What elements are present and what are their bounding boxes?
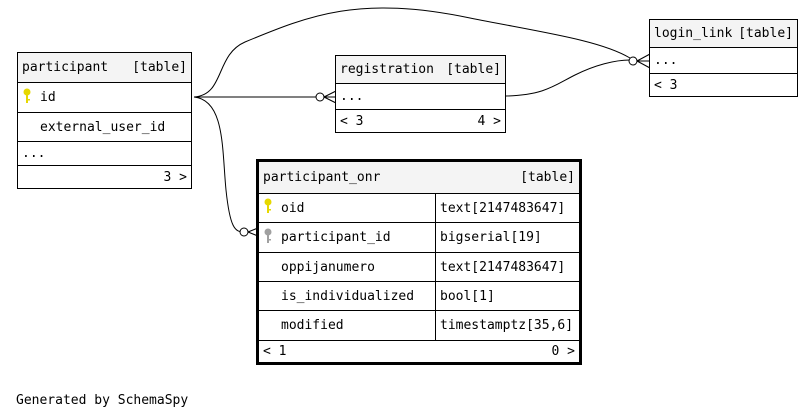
table-header[interactable]: registration [table] (336, 56, 505, 84)
table-footer: 3 > (18, 166, 191, 188)
table-header[interactable]: participant_onr [table] (259, 162, 579, 194)
column-name-cell: is_individualized (259, 282, 436, 310)
table-kind: [table] (520, 170, 575, 185)
table-kind: [table] (738, 26, 793, 41)
column-type: bool[1] (440, 288, 495, 304)
primary-key-icon (22, 88, 36, 108)
table-kind: [table] (132, 60, 187, 75)
edge-registration-login-link (505, 59, 631, 97)
more-columns-row[interactable]: ... (18, 142, 191, 166)
column-name-cell: id (18, 83, 60, 112)
table-name: login_link (654, 26, 733, 41)
column-name-cell: external_user_id (18, 113, 169, 141)
edge-end-circle (239, 227, 249, 237)
column-name: oppijanumero (281, 259, 375, 275)
column-name: modified (281, 318, 344, 333)
column-row[interactable]: modified timestamptz[35,6] (259, 311, 579, 341)
ellipsis: ... (340, 89, 364, 104)
table-login-link[interactable]: login_link [table] ... < 3 (649, 19, 798, 97)
more-columns-row[interactable]: ... (336, 84, 505, 110)
parents-count[interactable] (18, 166, 87, 188)
table-header[interactable]: login_link [table] (650, 20, 797, 48)
column-name-cell: oid (259, 194, 436, 222)
parents-count[interactable]: < 1 (263, 344, 287, 359)
column-name: oid (281, 200, 305, 216)
column-row[interactable]: oid text[2147483647] (259, 194, 579, 223)
ellipsis: ... (654, 53, 678, 68)
edge-end-circle (315, 92, 325, 102)
column-name: is_individualized (281, 288, 415, 304)
crowfoot-login-link (636, 53, 651, 69)
table-footer: < 3 4 > (336, 110, 505, 132)
column-row[interactable]: id (18, 83, 191, 113)
table-footer: < 3 (650, 74, 797, 96)
edge-participant-login-link (193, 7, 631, 98)
column-type: timestamptz[35,6] (440, 318, 574, 333)
column-type: bigserial[19] (440, 230, 542, 245)
column-row[interactable]: oppijanumero text[2147483647] (259, 253, 579, 282)
parents-count[interactable]: < 3 (654, 77, 678, 93)
table-name: participant_onr (263, 170, 381, 185)
children-count[interactable]: 3 > (163, 169, 187, 185)
column-type: text[2147483647] (440, 259, 566, 275)
children-count[interactable]: 0 > (551, 344, 575, 359)
edge-participant-participant-onr (193, 96, 245, 233)
column-name-cell: modified (259, 311, 436, 340)
column-name: participant_id (281, 230, 391, 245)
crowfoot-registration (323, 90, 337, 104)
table-kind: [table] (446, 62, 501, 77)
table-participant[interactable]: participant [table] id external_user_id … (17, 52, 192, 189)
column-name-cell: participant_id (259, 223, 436, 252)
more-columns-row[interactable]: ... (650, 48, 797, 74)
edge-end-circle (628, 56, 638, 66)
footer-spacer (410, 110, 450, 132)
children-count[interactable] (758, 74, 797, 96)
column-row[interactable]: is_individualized bool[1] (259, 282, 579, 311)
table-registration[interactable]: registration [table] ... < 3 4 > (335, 55, 506, 133)
parents-count[interactable]: < 3 (340, 113, 364, 129)
table-name: participant (22, 60, 109, 75)
table-header[interactable]: participant [table] (18, 53, 191, 83)
footer-spacer (87, 166, 131, 188)
table-participant-onr[interactable]: participant_onr [table] oid text[2147483… (256, 159, 582, 365)
column-type: text[2147483647] (440, 200, 566, 216)
children-count[interactable]: 4 > (477, 113, 501, 129)
column-row[interactable]: external_user_id (18, 113, 191, 142)
primary-key-icon (263, 198, 277, 218)
column-name: id (40, 90, 56, 105)
ellipsis: ... (22, 146, 46, 161)
column-name: external_user_id (40, 119, 166, 135)
foreign-key-icon (263, 228, 277, 248)
column-name-cell: oppijanumero (259, 253, 436, 281)
table-footer: < 1 0 > (259, 341, 579, 362)
footer-spacer (722, 74, 758, 96)
footer-spacer (357, 341, 436, 362)
generator-caption: Generated by SchemaSpy (16, 393, 189, 408)
column-row[interactable]: participant_id bigserial[19] (259, 223, 579, 253)
table-name: registration (340, 62, 434, 77)
